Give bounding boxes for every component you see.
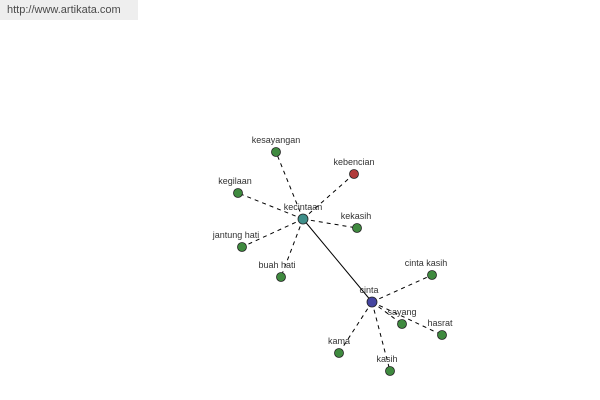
node-kebencian[interactable] <box>349 169 359 179</box>
edge-cinta-kasih <box>371 301 391 372</box>
node-kesayangan[interactable] <box>271 147 281 157</box>
node-kegilaan[interactable] <box>233 188 243 198</box>
node-label-jantung-hati[interactable]: jantung hati <box>212 230 260 240</box>
edge-cinta-sayang <box>371 301 403 325</box>
node-kekasih[interactable] <box>352 223 362 233</box>
node-label-hasrat[interactable]: hasrat <box>427 318 453 328</box>
node-label-kama[interactable]: kama <box>328 336 350 346</box>
source-url[interactable]: http://www.artikata.com <box>0 0 138 20</box>
node-label-kasih[interactable]: kasih <box>376 354 397 364</box>
edge-kecintaan-cinta <box>302 218 373 303</box>
node-label-buah-hati[interactable]: buah hati <box>258 260 295 270</box>
edge-kecintaan-jantung_hati <box>241 218 304 248</box>
edges-layer <box>237 151 443 372</box>
node-kasih[interactable] <box>385 366 395 376</box>
node-cinta[interactable] <box>366 296 378 308</box>
labels-layer: kecintaan cinta kesayangan kebencian kegilaa… <box>212 135 453 364</box>
edge-kecintaan-kebencian <box>302 173 355 220</box>
node-label-kekasih[interactable]: kekasih <box>341 211 372 221</box>
node-sayang[interactable] <box>397 319 407 329</box>
node-label-cinta[interactable]: cinta <box>359 285 378 295</box>
edge-kecintaan-kegilaan <box>237 192 304 220</box>
node-label-kesayangan[interactable]: kesayangan <box>252 135 301 145</box>
node-label-sayang[interactable]: sayang <box>387 307 416 317</box>
edge-kecintaan-kekasih <box>302 218 358 229</box>
nodes-layer <box>233 147 447 376</box>
edge-cinta-hasrat <box>371 301 443 336</box>
node-label-kecintaan[interactable]: kecintaan <box>284 202 323 212</box>
node-kecintaan[interactable] <box>297 213 309 225</box>
node-buah-hati[interactable] <box>276 272 286 282</box>
node-hasrat[interactable] <box>437 330 447 340</box>
node-label-kebencian[interactable]: kebencian <box>333 157 374 167</box>
edge-kecintaan-buah_hati <box>280 218 304 278</box>
node-cinta-kasih[interactable] <box>427 270 437 280</box>
edge-cinta-kama <box>338 301 373 354</box>
edge-cinta-cinta_kasih <box>371 274 433 303</box>
node-kama[interactable] <box>334 348 344 358</box>
node-label-cinta-kasih[interactable]: cinta kasih <box>405 258 448 268</box>
node-jantung-hati[interactable] <box>237 242 247 252</box>
node-label-kegilaan[interactable]: kegilaan <box>218 176 252 186</box>
